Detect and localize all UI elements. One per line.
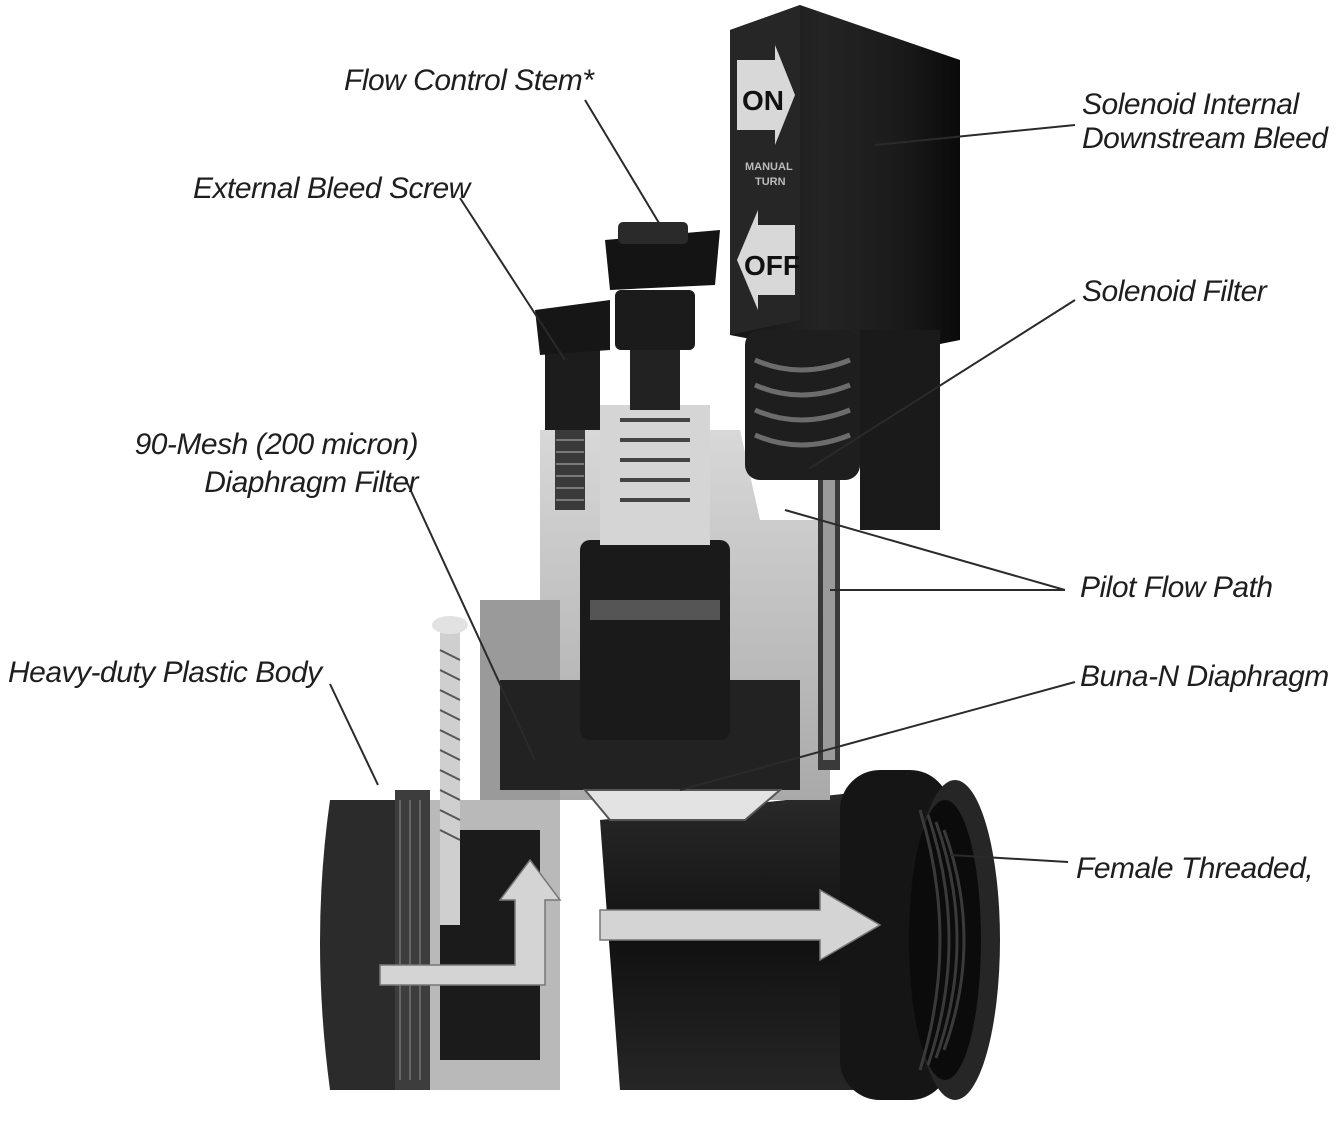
valve-bonnet-section xyxy=(480,405,840,800)
label-solenoid-filter: Solenoid Filter xyxy=(1082,275,1267,308)
flow-arrows xyxy=(379,858,882,986)
label-plastic-body: Heavy-duty Plastic Body xyxy=(8,656,322,689)
label-solenoid-bleed-line1: Solenoid Internal xyxy=(1082,88,1299,121)
label-pilot-flow-path: Pilot Flow Path xyxy=(1080,571,1273,604)
leader-lines xyxy=(329,99,1076,863)
flow-control-stem-knob xyxy=(605,222,720,410)
valve-outlet-body xyxy=(600,770,1000,1100)
solenoid-manual-text: MANUAL xyxy=(745,161,793,173)
solenoid-off-text: OFF xyxy=(744,250,800,281)
label-external-bleed-screw: External Bleed Screw xyxy=(193,172,470,205)
solenoid-shape xyxy=(730,5,960,530)
body-screw xyxy=(432,616,468,925)
buna-n-diaphragm-shape xyxy=(582,789,783,821)
label-mesh-filter-line1: 90-Mesh (200 micron) xyxy=(134,428,419,461)
label-solenoid-bleed-line2: Downstream Bleed xyxy=(1082,122,1328,155)
label-flow-control-stem: Flow Control Stem* xyxy=(344,64,594,97)
label-mesh-filter-line2: Diaphragm Filter xyxy=(204,466,418,499)
label-female-threaded: Female Threaded, xyxy=(1076,852,1314,885)
label-buna-n-diaphragm: Buna-N Diaphragm xyxy=(1080,660,1329,693)
valve-inlet-body xyxy=(320,790,560,1090)
solenoid-on-text: ON xyxy=(742,85,784,116)
solenoid-turn-text: TURN xyxy=(755,176,786,188)
